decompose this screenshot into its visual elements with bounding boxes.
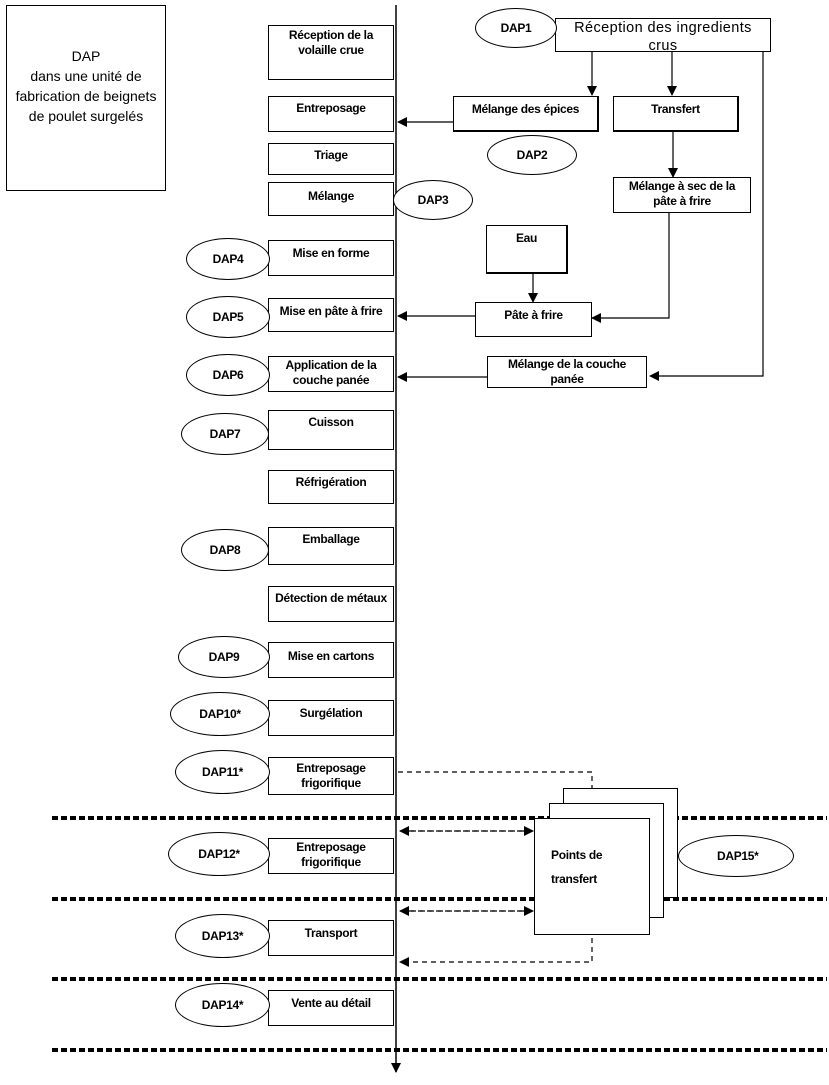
step-emballage: Emballage [268, 527, 394, 565]
step-detection-metaux: Détection de métaux [268, 586, 394, 622]
legend-line-3: fabrication de beignets [15, 88, 157, 104]
dap-1: DAP1 [475, 8, 557, 48]
step-refrigeration: Réfrigération [268, 470, 394, 504]
dap-8: DAP8 [181, 529, 269, 571]
dap-2: DAP2 [487, 135, 577, 175]
step-triage: Triage [268, 143, 394, 175]
step-melange: Mélange [268, 182, 394, 216]
dap-10: DAP10* [170, 692, 270, 736]
dap-3: DAP3 [393, 180, 473, 220]
step-vente-detail: Vente au détail [268, 990, 394, 1026]
legend-line-4: de poulet surgelés [28, 108, 144, 124]
dap-4: DAP4 [186, 238, 270, 280]
dap-7: DAP7 [181, 413, 269, 455]
diagram-legend: DAP dans une unité de fabrication de bei… [6, 5, 166, 191]
step-surgelation: Surgélation [268, 700, 394, 736]
dap-11: DAP11* [175, 750, 270, 794]
step-mise-en-pate: Mise en pâte à frire [268, 298, 394, 332]
dap-15: DAP15* [678, 835, 794, 877]
step-cuisson: Cuisson [268, 410, 394, 450]
dap-14: DAP14* [175, 983, 270, 1027]
dap-6: DAP6 [186, 354, 270, 396]
legend-line-1: DAP [71, 48, 101, 64]
step-mise-en-cartons: Mise en cartons [268, 642, 394, 678]
step-mise-en-forme: Mise en forme [268, 240, 394, 276]
legend-line-2: dans une unité de [30, 68, 142, 84]
step-transfert: Transfert [613, 96, 739, 132]
dap-13: DAP13* [175, 914, 270, 958]
dap-12: DAP12* [168, 832, 270, 876]
dap-5: DAP5 [186, 296, 270, 338]
step-eau: Eau [486, 225, 568, 274]
step-entreposage: Entreposage [268, 96, 394, 132]
step-melange-epices: Mélange des épices [453, 96, 599, 132]
dap-9: DAP9 [178, 636, 270, 678]
step-pate-a-frire: Pâte à frire [475, 302, 592, 337]
step-transport: Transport [268, 920, 394, 956]
